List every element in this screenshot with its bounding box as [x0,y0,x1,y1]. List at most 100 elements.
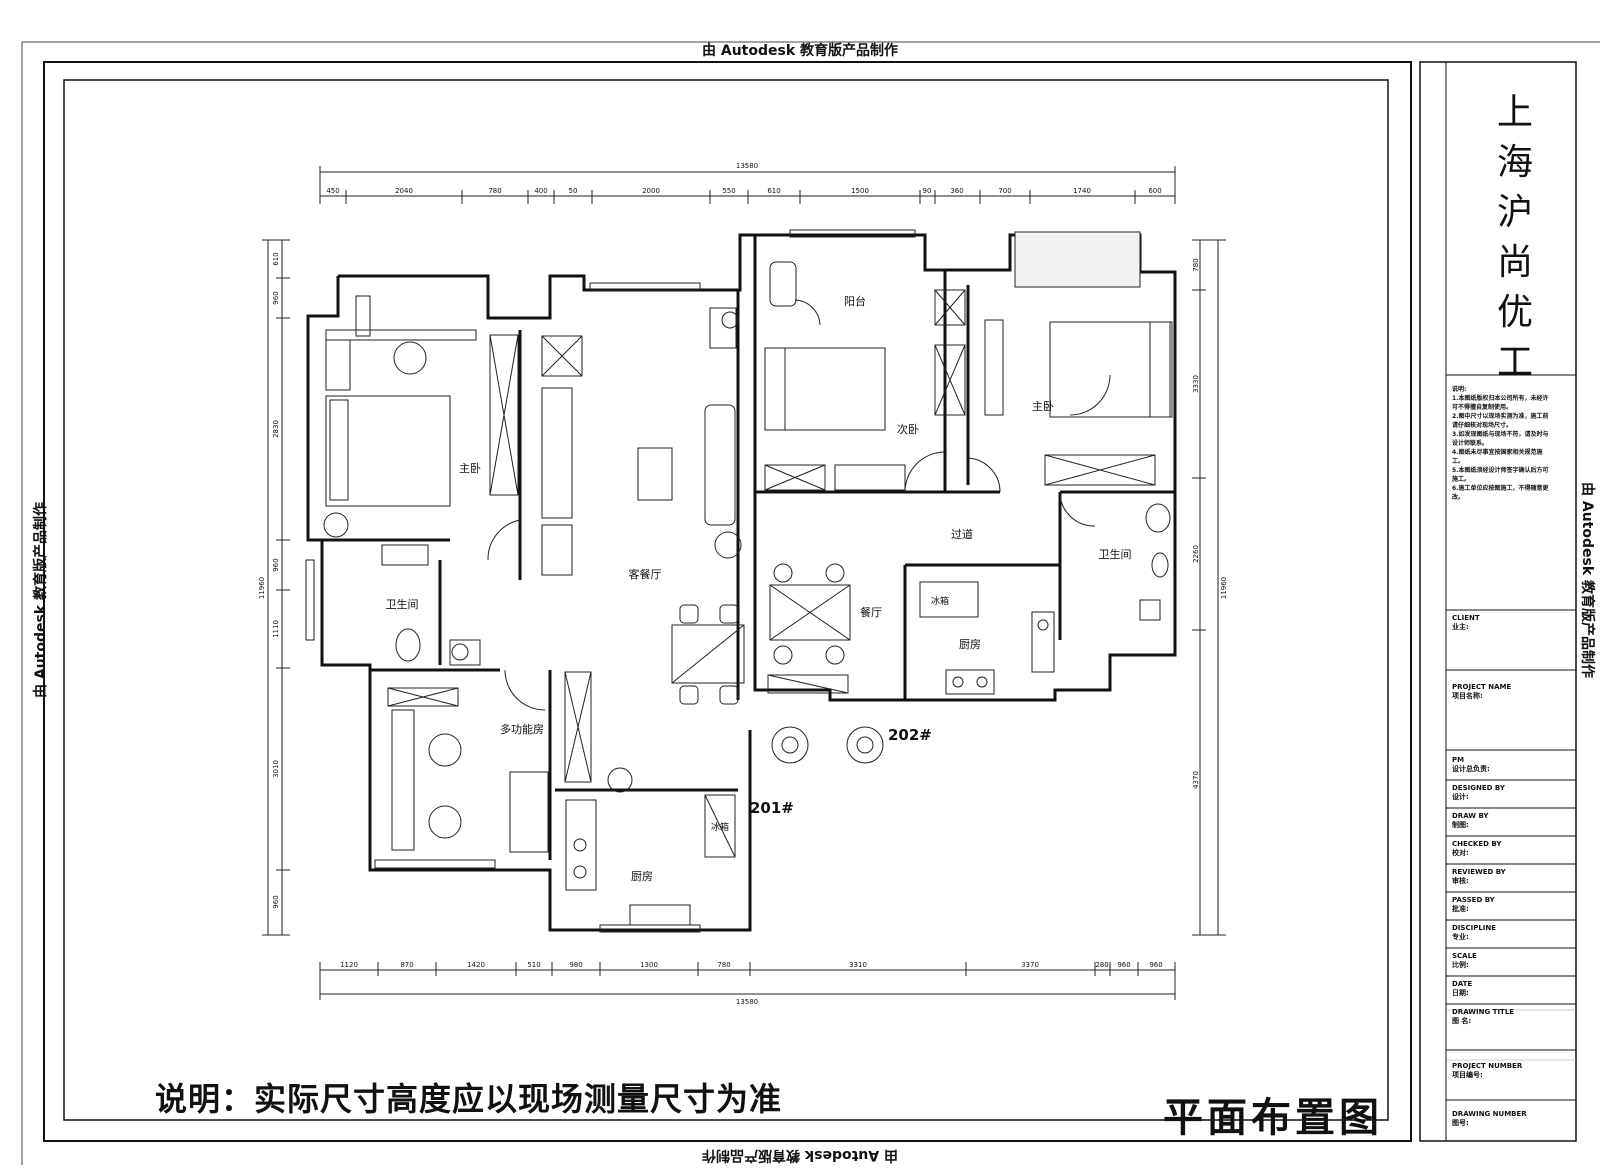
dim-top: 600 [1148,187,1161,195]
dim-left-total: 11960 [258,577,266,599]
dim-top: 700 [998,187,1011,195]
room-second-bed: 次卧 [897,422,919,436]
dim-top: 360 [950,187,963,195]
room-living: 客餐厅 [629,567,662,581]
unit-201-label: 201# [750,799,794,817]
room-corridor: 过道 [951,527,973,541]
dim-bottom: 780 [717,961,730,969]
walls-unit-202 [748,233,1177,702]
dim-top: 1500 [851,187,869,195]
dim-bottom: 3310 [849,961,867,969]
room-bath-left: 卫生间 [386,597,419,611]
company-char: 海 [1496,142,1533,183]
bottom-dimension-lines [319,962,1176,1000]
company-char: 上 [1496,92,1533,133]
dim-right: 4370 [1192,771,1200,789]
dim-bottom: 510 [527,961,540,969]
dim-bottom: 1120 [340,961,358,969]
company-char: 沪 [1496,192,1533,233]
dim-right: 780 [1192,258,1200,271]
note-item: 6.施工单位应按图施工，不得随意更改。 [1452,485,1549,501]
company-name: 上 海 沪 尚 优 工 [1490,88,1540,388]
company-char: 尚 [1496,242,1533,283]
dim-left: 960 [272,558,280,571]
top-dimension-lines [319,166,1176,204]
dim-left: 3010 [272,760,280,778]
dim-top: 550 [722,187,735,195]
unit-202-label: 202# [888,726,932,744]
dim-right-total: 11960 [1220,577,1228,599]
dim-right: 2260 [1192,545,1200,563]
watermark-top: 由 Autodesk 教育版产品制作 [701,43,899,59]
furniture-outlines [305,229,1173,933]
note-item: 4.图纸未尽事宜按国家相关规范施工。 [1452,449,1543,465]
dim-bottom: 280 [1095,961,1108,969]
dim-top: 2040 [395,187,413,195]
dim-right: 3330 [1192,375,1200,393]
walls-unit-201 [306,233,780,932]
dim-top: 450 [326,187,339,195]
right-dimension-lines [1192,239,1226,936]
room-dining: 餐厅 [860,605,882,619]
dim-top: 50 [569,187,578,195]
dim-top-total: 13580 [736,162,758,170]
note-item: 5.本图纸须经设计师签字确认后方可施工。 [1452,467,1549,483]
left-dimension-lines [262,239,290,936]
company-char: 优 [1496,292,1533,333]
dim-left: 2830 [272,420,280,438]
design-notes: 说明: 1.本图纸版权归本公司所有，未经许可不得擅自复制使用。 2.图中尺寸以现… [1452,385,1552,502]
room-labels: 主卧 客餐厅 阳台 次卧 主卧 过道 卫生间 卫生间 餐厅 冰箱 厨房 多功能房… [386,294,1132,883]
dim-top: 90 [923,187,932,195]
dim-bottom: 1420 [467,961,485,969]
room-fridge: 冰箱 [931,595,949,607]
note-item: 1.本图纸版权归本公司所有，未经许可不得擅自复制使用。 [1452,395,1549,411]
dim-bottom: 3370 [1021,961,1039,969]
dimension-labels-vertical: 610 960 2830 960 1110 3010 960 11960 119… [258,252,1228,908]
room-balcony: 阳台 [844,294,866,308]
dim-bottom: 870 [400,961,413,969]
dim-left: 610 [272,252,280,265]
dim-left: 1110 [272,620,280,638]
dim-top: 1740 [1073,187,1091,195]
dim-bottom: 980 [569,961,582,969]
room-kitchen-right: 厨房 [959,638,981,651]
dim-bottom-total: 13580 [736,998,758,1006]
company-char: 工 [1496,342,1533,383]
dim-bottom: 1300 [640,961,658,969]
dim-top: 400 [534,187,547,195]
notes-heading: 说明: [1452,386,1467,393]
dimension-labels: 13580 450 2040 780 400 50 2000 550 610 1… [326,162,1162,1006]
footer-note: 说明：实际尺寸高度应以现场测量尺寸为准 [155,1080,783,1118]
note-item: 2.图中尺寸以现场实测为准，施工前请仔细核对现场尺寸。 [1452,413,1549,429]
room-multi: 多功能房 [500,722,544,736]
dim-left: 960 [272,895,280,908]
note-item: 3.如发现图纸与现场不符，请及时与设计师联系。 [1452,431,1549,447]
drawing-title: 平面布置图 [1163,1094,1383,1141]
room-master-left: 主卧 [459,462,481,475]
room-bath-right: 卫生间 [1099,547,1132,561]
unit-labels: 201# 202# [750,726,932,817]
room-fridge-left: 冰箱 [711,821,729,833]
dim-left: 960 [272,291,280,304]
dim-top: 610 [767,187,780,195]
dim-top: 2000 [642,187,660,195]
room-kitchen-left: 厨房 [631,870,653,883]
dim-top: 780 [488,187,501,195]
room-master-right: 主卧 [1032,400,1054,413]
dim-bottom: 960 [1149,961,1162,969]
